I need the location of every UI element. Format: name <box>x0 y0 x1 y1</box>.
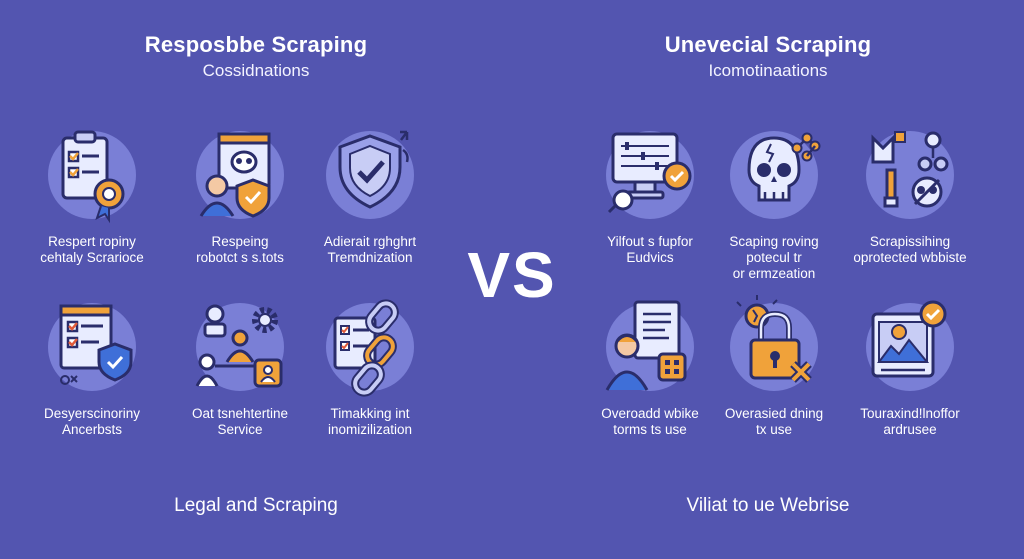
left-item-6: Timakking int inomizilization <box>290 292 450 438</box>
right-item-2: Scaping roving potecul tr or ermzeation <box>694 120 854 282</box>
left-item-1-label: Respert ropiny cehtaly Scrarioce <box>40 234 144 265</box>
skull-icon <box>730 131 821 219</box>
right-footer: Viliat to ue Webrise <box>686 495 850 516</box>
people-gear-icon <box>195 303 284 391</box>
left-item-4: Desyerscinoriny Ancerbsts <box>12 292 172 438</box>
right-item-6-label: Touraxind!lnoffor ardrusee <box>860 406 960 437</box>
checklist-badge-icon <box>48 130 136 224</box>
image-check-icon <box>866 300 954 391</box>
chain-link-icon <box>326 299 414 397</box>
right-item-1: Yilfout s fupfor Eudvics <box>570 120 730 266</box>
unethical-panel: Unevecial Scraping Icomotinaations Yilfo… <box>512 0 1024 559</box>
padlock-cross-icon <box>730 295 818 391</box>
shield-check-icon <box>326 130 414 219</box>
monitor-data-icon <box>606 131 694 219</box>
left-item-2-label: Respeing robotct s s.tots <box>196 234 284 265</box>
left-subtitle: Cossidnations <box>202 61 310 80</box>
right-item-3: Scrapissihing oprotected wbbiste <box>830 120 990 266</box>
left-item-1: Respert ropiny cehtaly Scrarioce <box>12 120 172 266</box>
right-item-3-label: Scrapissihing oprotected wbbiste <box>853 234 967 265</box>
right-subtitle: Icomotinaations <box>708 61 828 80</box>
left-title: Resposbbe Scraping <box>144 32 368 57</box>
vs-label: VS <box>467 239 557 311</box>
network-tools-icon <box>866 131 954 219</box>
right-item-5: Overasied dning tx use <box>694 292 854 438</box>
right-item-1-label: Yilfout s fupfor Eudvics <box>607 234 693 265</box>
left-item-3-label: Adierait rghghrt Tremdnization <box>323 234 417 265</box>
left-item-6-label: Timakking int inomizilization <box>327 406 413 437</box>
right-item-4: Overoadd wbike torms ts use <box>570 292 730 438</box>
right-item-2-label: Scaping roving potecul tr or ermzeation <box>729 234 819 281</box>
robot-shield-icon <box>196 131 284 219</box>
left-item-5-label: Oat tsnehtertine Service <box>191 406 289 437</box>
document-shield-icon <box>48 303 136 391</box>
responsible-panel: Resposbbe Scraping Cossidnations Respert… <box>12 32 450 516</box>
right-title: Unevecial Scraping <box>664 32 872 57</box>
right-item-4-label: Overoadd wbike torms ts use <box>601 406 699 437</box>
left-footer: Legal and Scraping <box>174 495 338 516</box>
left-item-4-label: Desyerscinoriny Ancerbsts <box>43 406 141 437</box>
right-item-5-label: Overasied dning tx use <box>724 406 824 437</box>
right-item-6: Touraxind!lnoffor ardrusee <box>830 292 990 438</box>
left-item-2: Respeing robotct s s.tots <box>160 120 320 266</box>
left-item-5: Oat tsnehtertine Service <box>160 292 320 438</box>
left-item-3: Adierait rghghrt Tremdnization <box>290 120 450 266</box>
person-document-icon <box>605 300 694 391</box>
